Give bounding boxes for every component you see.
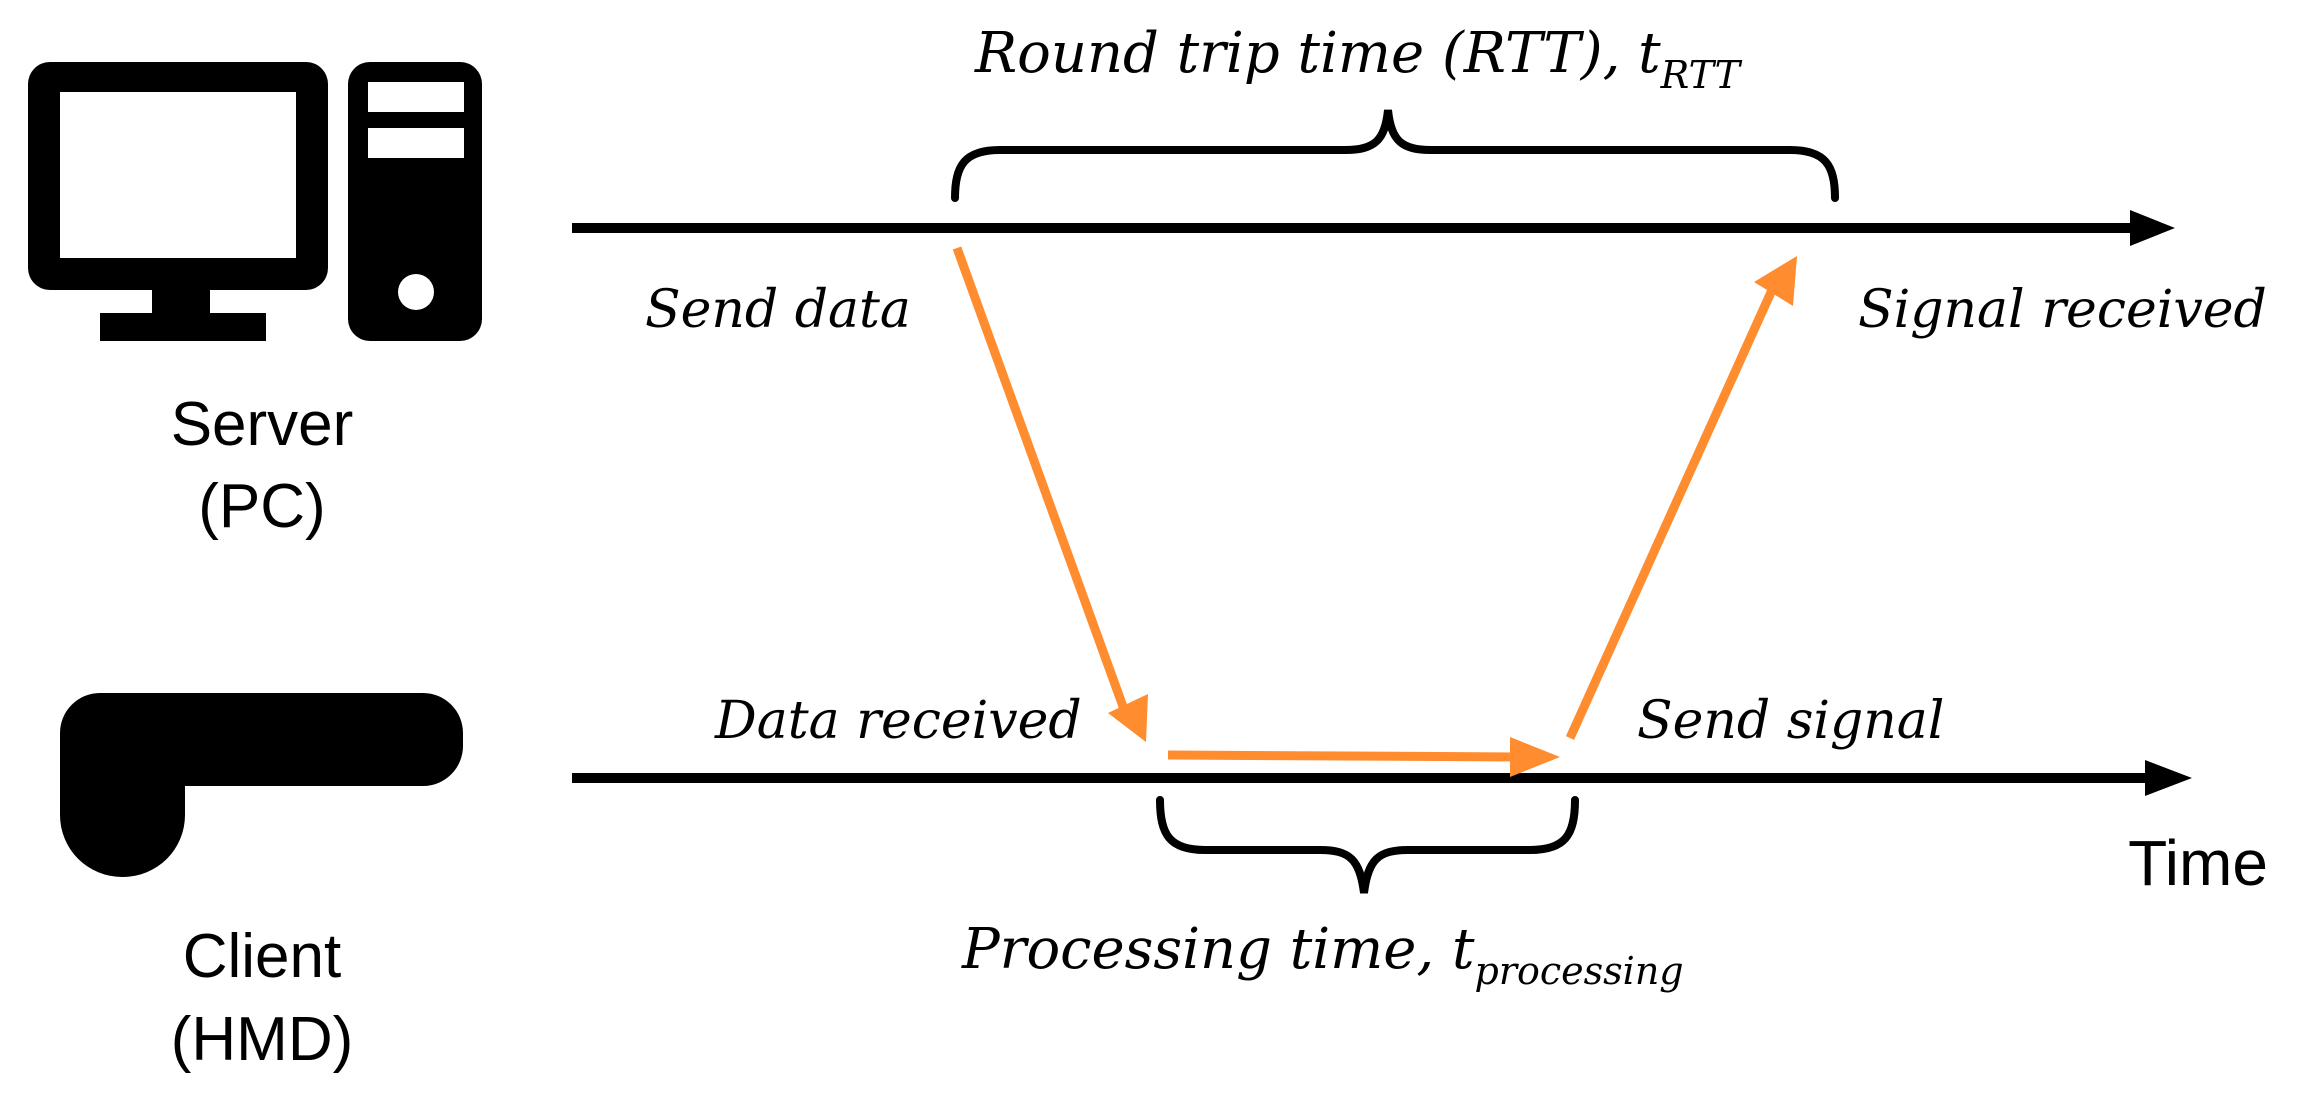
- hmd-icon: [60, 693, 463, 877]
- processing-label-text: Processing time, t: [961, 917, 1475, 982]
- server-timeline: [572, 210, 2175, 246]
- rtt-label: Round trip time (RTT), tRTT: [974, 21, 1743, 97]
- send-data-arrow: [952, 246, 1148, 742]
- send-data-label: Send data: [645, 280, 911, 340]
- desktop-pc-icon: [28, 62, 482, 341]
- processing-label-subscript: processing: [1475, 949, 1684, 993]
- rtt-brace: [951, 109, 1839, 202]
- client-label: Client: [183, 922, 342, 991]
- signal-received-label: Signal received: [1858, 280, 2267, 340]
- processing-brace: [1156, 796, 1579, 894]
- data-received-label: Data received: [714, 691, 1082, 751]
- client-sublabel: (HMD): [171, 1005, 354, 1074]
- processing-label: Processing time, tprocessing: [961, 917, 1684, 993]
- processing-arrow: [1167, 737, 1560, 777]
- send-signal-arrow: [1565, 256, 1797, 740]
- send-signal-label: Send signal: [1637, 691, 1944, 751]
- client-timeline: [572, 760, 2192, 796]
- server-sublabel: (PC): [198, 472, 325, 541]
- rtt-label-text: Round trip time (RTT), t: [974, 21, 1661, 86]
- rtt-label-subscript: RTT: [1660, 53, 1743, 97]
- time-axis-label: Time: [2128, 827, 2268, 899]
- server-label: Server: [171, 390, 354, 459]
